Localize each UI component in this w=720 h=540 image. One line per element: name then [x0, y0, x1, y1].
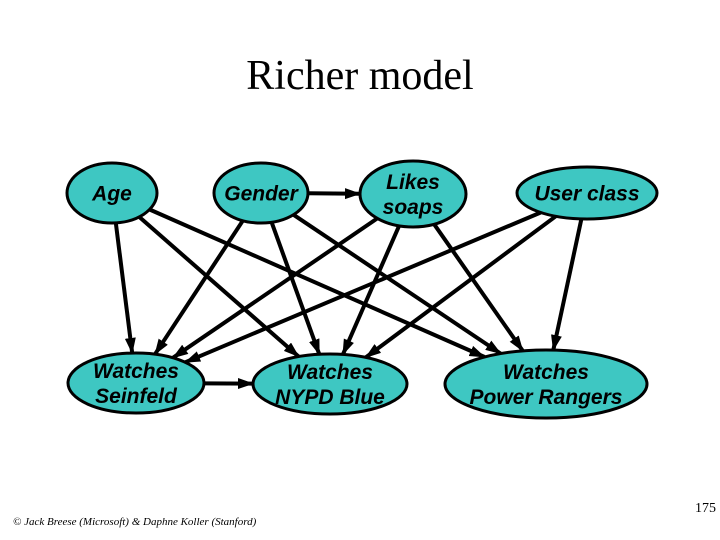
node-watches-nypd-blue-shape [251, 352, 409, 416]
node-watches-power-rangers-shape [443, 348, 649, 420]
node-user-class: User class [515, 165, 659, 221]
edge-likes-soaps-to-watches-seinfeld [171, 216, 379, 360]
node-age-label: Age [91, 183, 132, 206]
edges-layer [113, 188, 584, 390]
node-user-class-label: User class [534, 183, 639, 206]
page-number: 175 [695, 501, 716, 516]
edge-likes-soaps-to-watches-nypd-blue [341, 224, 401, 356]
node-gender: Gender [212, 161, 310, 225]
slide-title: Richer model [246, 53, 474, 99]
footer-credit: © Jack Breese (Microsoft) & Daphne Kolle… [13, 516, 257, 528]
node-likes-soaps-shape [358, 159, 468, 229]
edge-user-class-to-watches-nypd-blue [364, 214, 557, 360]
edge-age-to-watches-nypd-blue [137, 215, 301, 359]
edge-gender-to-watches-nypd-blue [269, 221, 322, 356]
edge-gender-to-watches-seinfeld [153, 219, 245, 356]
node-gender-label: Gender [224, 183, 299, 206]
node-user-class-shape [515, 165, 659, 221]
edge-user-class-to-watches-power-rangers [551, 218, 584, 352]
edge-user-class-to-watches-seinfeld [184, 210, 542, 365]
edge-age-to-watches-seinfeld [113, 222, 136, 354]
node-age-shape [65, 161, 159, 225]
edge-gender-to-watches-power-rangers [292, 213, 502, 356]
node-watches-seinfeld-shape [66, 351, 206, 415]
node-age: Age [65, 161, 159, 225]
edge-likes-soaps-to-watches-power-rangers [432, 223, 525, 353]
edge-age-to-watches-power-rangers [148, 207, 486, 359]
node-gender-shape [212, 161, 310, 225]
